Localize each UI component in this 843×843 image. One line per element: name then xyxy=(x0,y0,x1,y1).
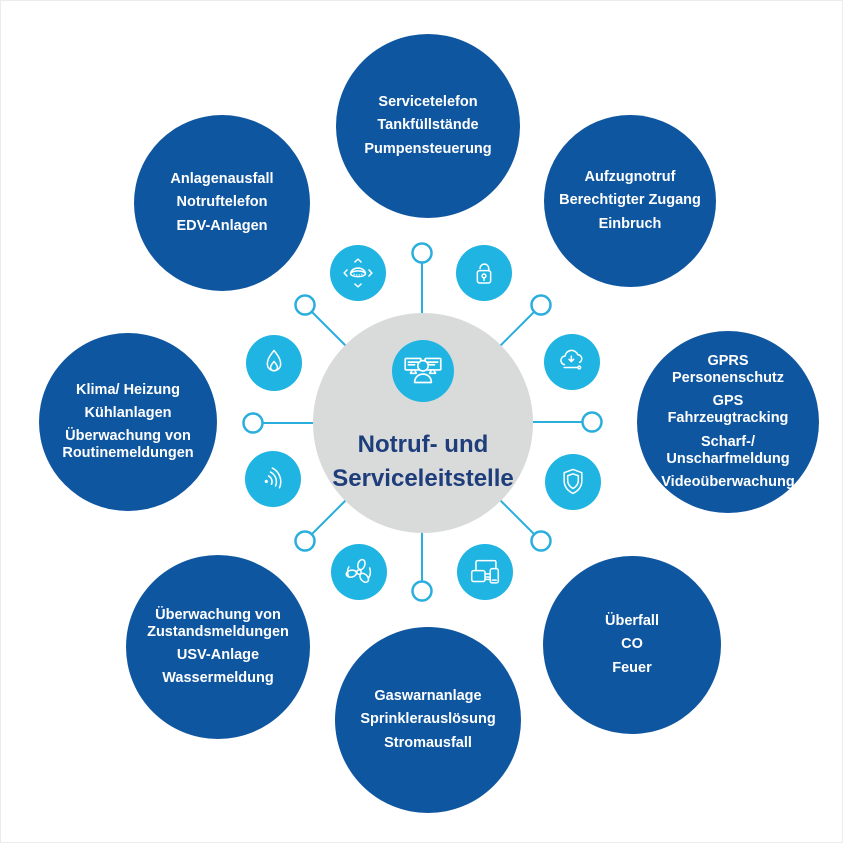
connector-node-north xyxy=(411,242,433,264)
connector-northwest xyxy=(311,311,348,348)
operator-workstation-icon xyxy=(392,340,454,402)
satellite-north: Servicetelefon Tankfüllstände Pumpensteu… xyxy=(336,34,520,218)
shield-icon xyxy=(545,454,601,510)
connector-node-south xyxy=(411,580,433,602)
satellite-label: Anlagenausfall xyxy=(170,171,274,188)
satellite-east: GPRS Personenschutz GPS Fahrzeugtracking… xyxy=(637,331,819,513)
satellite-southwest: Überwachung von Zustandsmeldungen USV-An… xyxy=(126,555,310,739)
satellite-label: Wassermeldung xyxy=(162,670,274,687)
satellite-northwest: Anlagenausfall Notruftelefon EDV-Anlagen xyxy=(134,115,310,291)
satellite-label: Aufzugnotruf xyxy=(584,169,676,186)
satellite-label: Einbruch xyxy=(598,215,662,232)
hub-title: Notruf- und Serviceleitstelle xyxy=(332,431,514,493)
satellite-label: GPRS Personenschutz xyxy=(672,353,784,387)
satellite-label: Feuer xyxy=(612,659,652,676)
connector-node-west xyxy=(242,412,264,434)
satellite-label: Überfall xyxy=(605,613,659,630)
satellite-label: CO xyxy=(621,636,643,653)
satellite-label: Kühlanlagen xyxy=(84,404,172,421)
connector-southeast xyxy=(498,498,535,535)
padlock-icon xyxy=(456,245,512,301)
satellite-label: Notruftelefon xyxy=(176,194,268,211)
cloud-download-icon xyxy=(544,334,600,390)
satellite-south: Gaswarnanlage Sprinklerauslösung Stromau… xyxy=(335,627,521,813)
satellite-label: Pumpensteuerung xyxy=(364,140,492,157)
satellite-label: USV-Anlage xyxy=(176,647,260,663)
connector-node-east xyxy=(581,411,603,433)
connector-node-northeast xyxy=(530,294,552,316)
satellite-label: Stromausfall xyxy=(384,734,472,751)
connector-southwest xyxy=(311,498,348,535)
devices-icon xyxy=(457,544,513,600)
hub-circle: Notruf- und Serviceleitstelle xyxy=(313,313,533,533)
connector-node-southwest xyxy=(294,530,316,552)
satellite-label: Videoüberwachung xyxy=(661,473,795,490)
satellite-label: GPS Fahrzeugtracking xyxy=(667,393,789,427)
satellite-label: Scharf-/ Unscharfmeldung xyxy=(666,433,790,467)
connector-node-northwest xyxy=(294,294,316,316)
satellite-label: EDV-Anlagen xyxy=(176,217,268,234)
satellite-label: Servicetelefon xyxy=(378,94,478,111)
connector-node-southeast xyxy=(530,530,552,552)
satellite-label: Sprinklerauslösung xyxy=(360,711,496,728)
smoke-detector-icon xyxy=(330,245,386,301)
signal-waves-icon xyxy=(245,451,301,507)
satellite-label: Gaswarnanlage xyxy=(374,688,482,705)
fan-icon xyxy=(331,544,387,600)
satellite-label: Überwachung von Zustandsmeldungen xyxy=(147,606,289,640)
satellite-label: Berechtigter Zugang xyxy=(559,192,701,209)
satellite-southeast: Überfall CO Feuer xyxy=(543,556,721,734)
satellite-label: Tankfüllstände xyxy=(377,117,479,134)
flame-icon xyxy=(246,335,302,391)
satellite-label: Überwachung von Routinemeldungen xyxy=(62,428,194,462)
satellite-west: Klima/ Heizung Kühlanlagen Überwachung v… xyxy=(39,333,217,511)
connector-northeast xyxy=(498,311,535,348)
satellite-northeast: Aufzugnotruf Berechtigter Zugang Einbruc… xyxy=(544,115,716,287)
satellite-label: Klima/ Heizung xyxy=(76,381,180,398)
